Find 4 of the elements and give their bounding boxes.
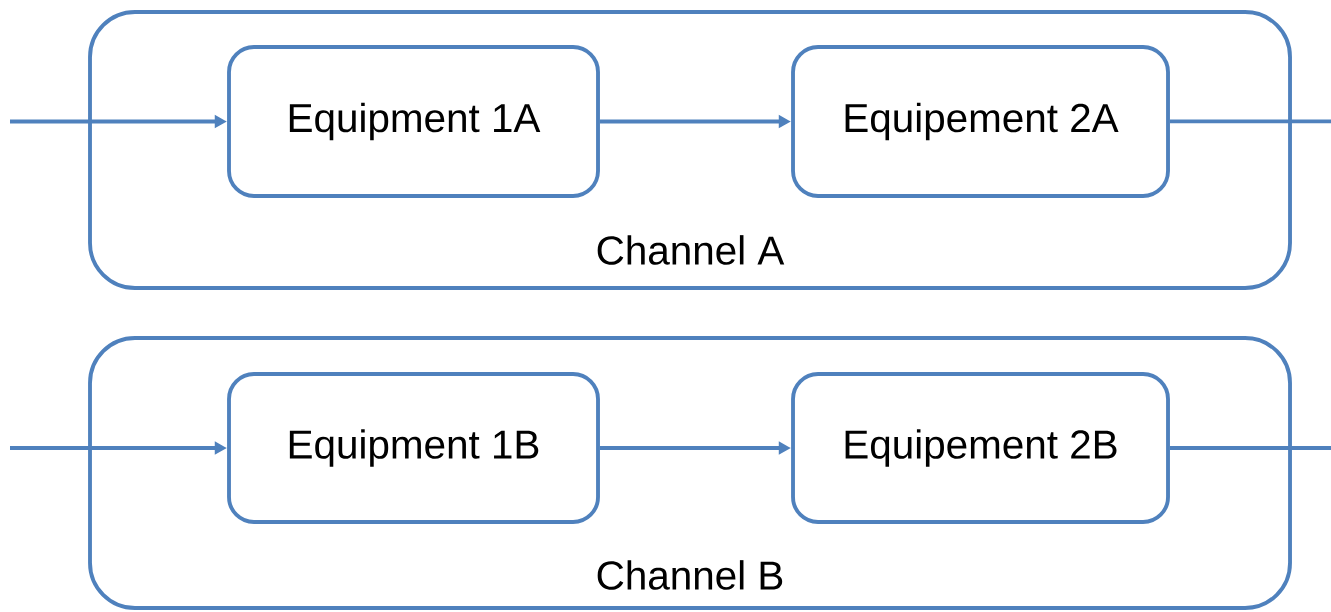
equipment-box: Equipment 1A — [227, 45, 600, 198]
equipment-box: Equipement 2A — [791, 45, 1170, 198]
equipment-box: Equipment 1B — [227, 372, 600, 524]
equipment-box: Equipement 2B — [791, 372, 1170, 524]
